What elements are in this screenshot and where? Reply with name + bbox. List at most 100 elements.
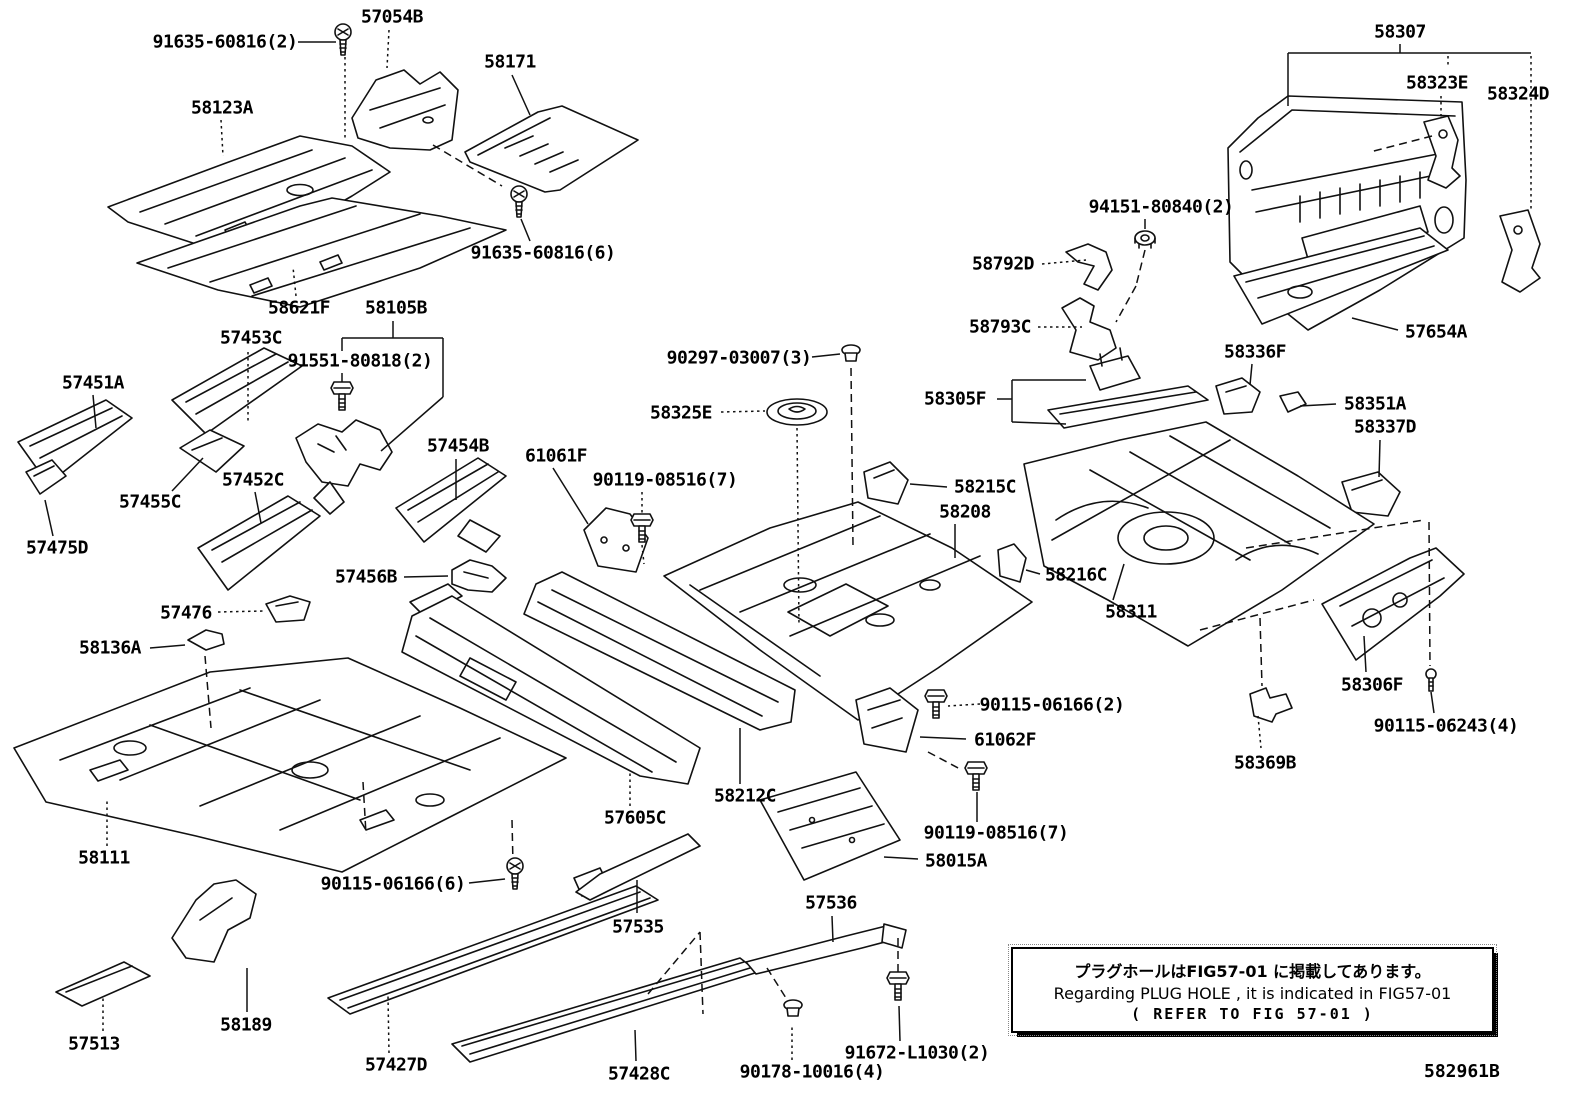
leader-line <box>552 467 589 525</box>
part-58305F <box>1047 347 1209 429</box>
leader-line <box>1259 617 1263 687</box>
part-57456B <box>451 559 507 593</box>
part-58369B <box>1249 687 1293 723</box>
leader-line <box>1299 403 1337 407</box>
part-58208 <box>663 501 1033 721</box>
bolt-icon <box>964 761 988 791</box>
part-61062F <box>855 687 919 753</box>
leader-line <box>1378 439 1381 478</box>
leader-line <box>831 915 834 943</box>
leader-line <box>720 410 766 413</box>
leader-line <box>947 703 981 707</box>
leader-lines-layer <box>44 29 1532 1062</box>
bolt-icon <box>924 689 948 719</box>
part-57452C <box>197 495 321 591</box>
part-58793C <box>1061 297 1117 361</box>
part-57453C <box>171 347 303 435</box>
leader-line <box>217 610 264 613</box>
part-58189 <box>171 879 257 963</box>
bolt-icon <box>886 971 910 1001</box>
leader-line <box>403 575 449 578</box>
leader-line <box>149 644 186 649</box>
part-58212C <box>523 571 796 731</box>
leader-line <box>634 1029 637 1062</box>
leader-line <box>766 967 787 999</box>
leader-line <box>919 736 967 740</box>
part-58306F <box>1321 547 1465 661</box>
leader-line <box>171 457 204 492</box>
part-58323E <box>1423 115 1461 189</box>
part-58105B <box>295 419 393 515</box>
leader-line <box>386 29 390 69</box>
leader-line <box>511 819 514 865</box>
leader-line <box>511 74 531 116</box>
leader-line <box>927 751 963 771</box>
leader-line <box>883 856 919 860</box>
stud-icon <box>1425 668 1437 692</box>
screw-icon <box>334 23 352 56</box>
leader-line <box>699 931 704 1015</box>
leader-line <box>647 931 701 995</box>
leader-line <box>1257 715 1262 749</box>
part-58311 <box>1023 421 1375 647</box>
leader-line <box>1199 599 1315 631</box>
plug-icon <box>783 999 803 1017</box>
part-58136A <box>187 629 225 651</box>
part-57455C <box>179 429 245 473</box>
leader-line <box>811 353 841 358</box>
part-57428C <box>451 957 759 1063</box>
part-58171 <box>464 105 639 193</box>
part-58015A <box>759 771 901 881</box>
part-57536 <box>745 923 907 975</box>
leader-line <box>387 995 390 1054</box>
part-58337D <box>1341 471 1401 517</box>
part-57454B <box>395 457 507 553</box>
leader-line <box>44 499 54 537</box>
leader-line <box>468 878 506 884</box>
leader-line <box>380 396 444 452</box>
leader-line <box>1430 691 1435 714</box>
note-line-jp: プラグホールはFIG57-01 に掲載してあります。 <box>1074 961 1431 981</box>
part-58123A <box>107 135 391 251</box>
part-61061F <box>583 507 649 573</box>
part-58792D <box>1065 243 1113 291</box>
leader-line <box>1135 249 1146 287</box>
part-57605C <box>401 583 701 785</box>
leader-line <box>520 218 531 242</box>
leader-line <box>292 266 297 297</box>
part-58351A <box>1279 391 1307 413</box>
leader-line <box>850 367 854 547</box>
grommet-icon <box>766 398 828 426</box>
note-line-en: Regarding PLUG HOLE , it is indicated in… <box>1053 983 1452 1003</box>
leader-line <box>909 483 948 488</box>
figure-code: 582961B <box>1424 1061 1500 1082</box>
leader-line <box>1041 259 1087 265</box>
leader-line <box>1363 635 1367 673</box>
part-58324D <box>1499 209 1541 293</box>
screw-icon <box>510 185 528 218</box>
part-57654A <box>1233 227 1449 325</box>
part-58336F <box>1215 377 1261 415</box>
leader-line <box>898 1005 901 1042</box>
part-57054B <box>351 69 459 151</box>
part-58216C <box>997 543 1027 583</box>
bolt-icon <box>330 381 354 411</box>
part-57475D <box>25 459 67 495</box>
leader-line <box>1249 363 1253 386</box>
plug-hole-note: プラグホールはFIG57-01 に掲載してあります。 Regarding PLU… <box>1008 944 1497 1036</box>
plug-icon <box>841 344 861 362</box>
part-57476 <box>265 595 311 623</box>
part-58621F <box>136 197 507 308</box>
nut-icon <box>1134 230 1156 249</box>
leader-line <box>92 394 97 429</box>
leader-line <box>254 491 262 524</box>
screw-icon <box>506 857 524 890</box>
leader-line <box>220 119 224 157</box>
leader-line <box>1112 563 1125 601</box>
leader-line <box>362 781 367 835</box>
leader-line <box>1369 135 1433 153</box>
leader-line <box>432 144 503 187</box>
leader-line <box>1245 519 1425 549</box>
